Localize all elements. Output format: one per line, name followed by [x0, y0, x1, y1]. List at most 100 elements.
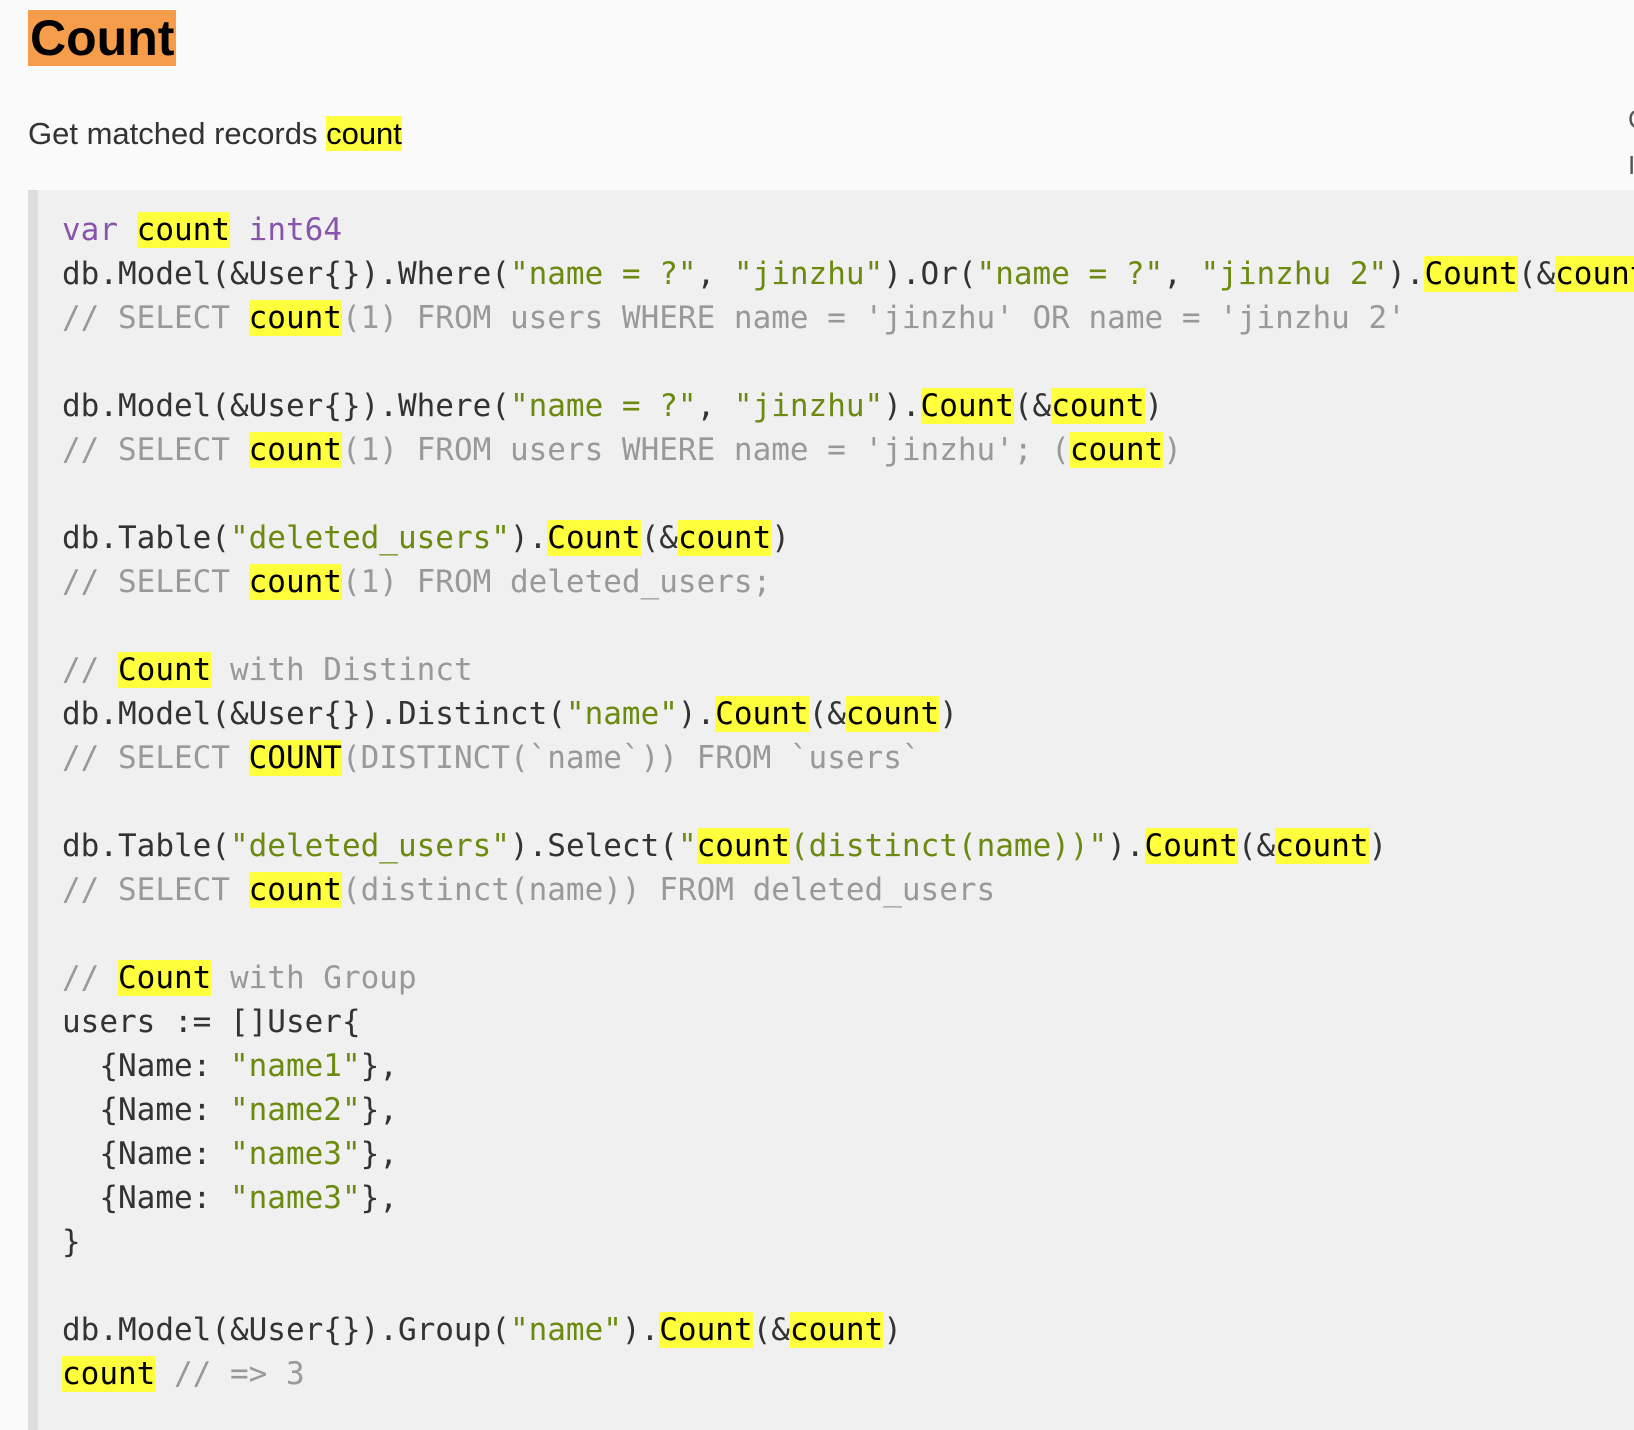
search-match: Count [1144, 828, 1238, 864]
search-match: count [136, 212, 230, 248]
code-comment: with Group [211, 960, 417, 996]
code-comment: // [62, 960, 118, 996]
code-text: ). [677, 696, 716, 732]
code-line [62, 604, 1634, 648]
code-comment: (DISTINCT(`name`)) FROM `users` [341, 740, 921, 776]
code-line: db.Table("deleted_users").Count(&count) [62, 516, 1634, 560]
code-text: ) [1368, 828, 1388, 864]
code-string: "name = ?" [509, 388, 697, 424]
search-match: count [1555, 256, 1634, 292]
code-text: db.Model(&User{}).Group( [62, 1312, 510, 1348]
code-line: // SELECT COUNT(DISTINCT(`name`)) FROM `… [62, 736, 1634, 780]
search-match: count [845, 696, 940, 732]
code-string: "name2" [229, 1092, 361, 1128]
section-heading-count: Count [28, 8, 177, 68]
code-text: }, [360, 1092, 398, 1128]
code-text: }, [360, 1136, 398, 1172]
code-string: "name" [509, 1312, 622, 1348]
code-string: " [677, 828, 697, 864]
code-string: "name = ?" [509, 256, 697, 292]
code-text: (& [640, 520, 678, 556]
code-string: "name3" [229, 1180, 361, 1216]
section-description: Get matched records count [28, 114, 402, 154]
code-text: db.Model(&User{}).Distinct( [62, 696, 566, 732]
code-text: (& [752, 1312, 790, 1348]
search-match-current: Count [28, 10, 177, 66]
code-text [230, 212, 249, 248]
code-string: "deleted_users" [229, 828, 510, 864]
code-text: (& [1517, 256, 1556, 292]
search-match: Count [920, 388, 1014, 424]
code-line [62, 912, 1634, 956]
code-comment: (1) FROM users WHERE name = 'jinzhu' OR … [341, 300, 1406, 336]
code-comment: // SELECT [62, 564, 249, 600]
description-text: Get matched records [28, 116, 327, 151]
code-text: , [1163, 256, 1201, 292]
code-comment: // SELECT [62, 872, 249, 908]
search-match: count [1069, 432, 1164, 468]
code-text: {Name: [62, 1048, 230, 1084]
code-text: ) [939, 696, 958, 732]
sidebar-edge-cropped: CI [1628, 104, 1634, 180]
code-text: } [62, 1224, 81, 1260]
code-text: {Name: [62, 1092, 230, 1128]
search-match: count [248, 564, 342, 600]
code-string: "deleted_users" [229, 520, 510, 556]
code-line: db.Model(&User{}).Where("name = ?", "jin… [62, 252, 1634, 296]
code-text: , [696, 388, 734, 424]
search-match: count [1275, 828, 1369, 864]
search-match: Count [547, 520, 641, 556]
search-match: count [789, 1312, 884, 1348]
code-line: db.Model(&User{}).Where("name = ?", "jin… [62, 384, 1634, 428]
code-line [62, 340, 1634, 384]
code-line: count // => 3 [62, 1352, 1634, 1396]
code-line [62, 780, 1634, 824]
code-text: ).Or( [883, 256, 977, 292]
search-match: count [696, 828, 790, 864]
code-text: users := []User{ [62, 1004, 361, 1040]
code-string: "name3" [229, 1136, 361, 1172]
code-line: db.Model(&User{}).Group("name").Count(&c… [62, 1308, 1634, 1352]
code-text: }, [360, 1180, 398, 1216]
code-text: ) [771, 520, 790, 556]
code-text [118, 212, 137, 248]
code-string: "name1" [229, 1048, 361, 1084]
search-match: Count [118, 652, 212, 688]
code-comment: // SELECT [62, 432, 249, 468]
search-match: count [1051, 388, 1145, 424]
search-match: Count [715, 696, 809, 732]
code-comment: // [62, 652, 118, 688]
code-text: ) [883, 1312, 902, 1348]
code-text: {Name: [62, 1180, 230, 1216]
code-text: db.Model(&User{}).Where( [62, 256, 510, 292]
search-match: count [248, 300, 342, 336]
search-match: Count [118, 960, 212, 996]
code-line: // Count with Group [62, 956, 1634, 1000]
search-match: count [62, 1356, 156, 1392]
code-keyword: var [62, 212, 118, 248]
code-text: ) [1144, 388, 1164, 424]
code-line: // SELECT count(distinct(name)) FROM del… [62, 868, 1634, 912]
code-string: (distinct(name))" [789, 828, 1108, 864]
code-text: ). [621, 1312, 660, 1348]
code-line [62, 1264, 1634, 1308]
search-match: count [248, 432, 342, 468]
search-match: count [326, 116, 402, 151]
code-string: "jinzhu" [733, 388, 884, 424]
search-match: count [248, 872, 342, 908]
code-comment: // SELECT [62, 300, 249, 336]
code-line [62, 472, 1634, 516]
code-text: ). [509, 520, 548, 556]
code-line: // Count with Distinct [62, 648, 1634, 692]
code-string: "name = ?" [976, 256, 1164, 292]
code-comment: ) [1163, 432, 1182, 468]
code-comment: (1) FROM users WHERE name = 'jinzhu'; ( [341, 432, 1070, 468]
code-line: // SELECT count(1) FROM users WHERE name… [62, 428, 1634, 472]
code-line: {Name: "name3"}, [62, 1176, 1634, 1220]
code-text: , [696, 256, 734, 292]
code-line: users := []User{ [62, 1000, 1634, 1044]
search-match: COUNT [248, 740, 342, 776]
code-line: {Name: "name2"}, [62, 1088, 1634, 1132]
code-text: ). [1387, 256, 1425, 292]
